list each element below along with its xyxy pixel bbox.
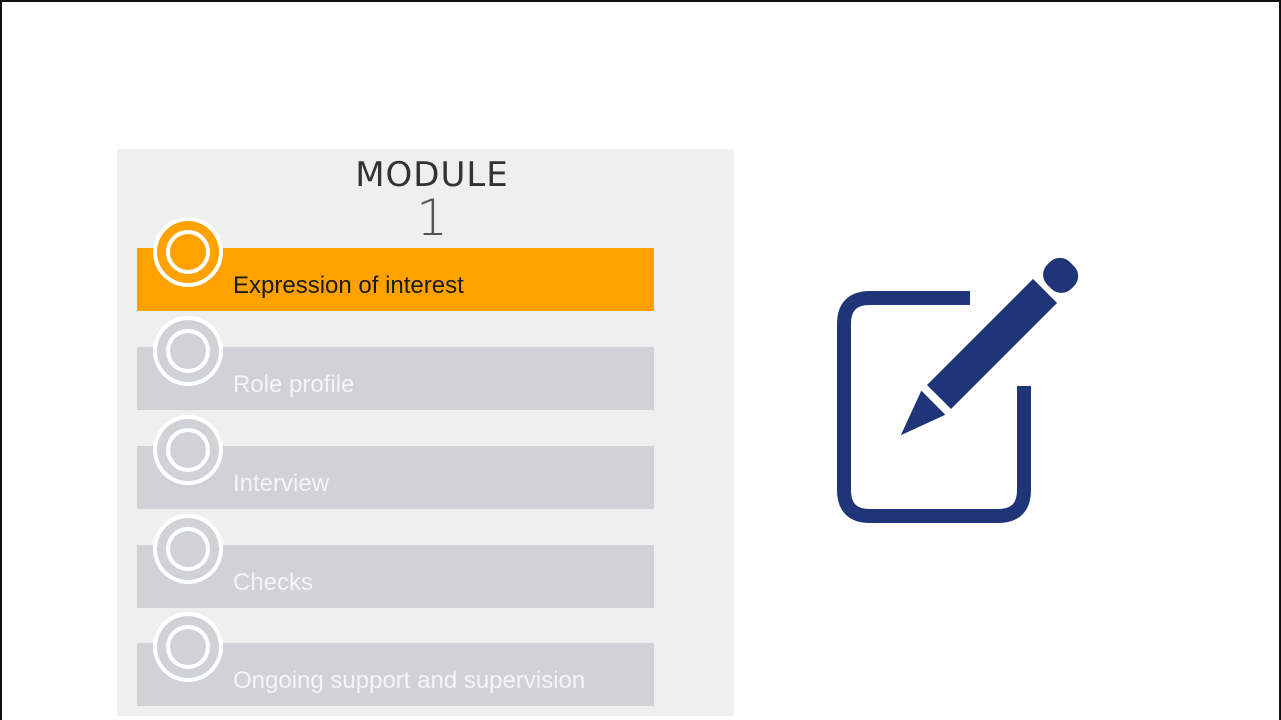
step-label: Interview <box>233 470 330 497</box>
step-ongoing-support[interactable]: Ongoing support and supervision <box>137 612 654 706</box>
ring-icon <box>153 612 223 682</box>
step-checks[interactable]: Checks <box>137 514 654 608</box>
ring-icon <box>153 514 223 584</box>
step-expression-of-interest[interactable]: Expression of interest <box>137 217 654 311</box>
module-title: MODULE <box>355 155 509 195</box>
ring-icon <box>153 217 223 287</box>
ring-icon <box>153 415 223 485</box>
module-number: 1 <box>416 189 448 247</box>
module-panel: MODULE 1 Expression of interest Role pro… <box>117 149 734 716</box>
step-label: Checks <box>233 569 314 596</box>
step-label: Ongoing support and supervision <box>233 667 586 694</box>
step-interview[interactable]: Interview <box>137 415 654 509</box>
ring-icon <box>153 316 223 386</box>
step-label: Role profile <box>233 371 355 398</box>
step-role-profile[interactable]: Role profile <box>137 316 654 410</box>
edit-icon <box>837 257 1079 523</box>
step-label: Expression of interest <box>233 272 464 299</box>
